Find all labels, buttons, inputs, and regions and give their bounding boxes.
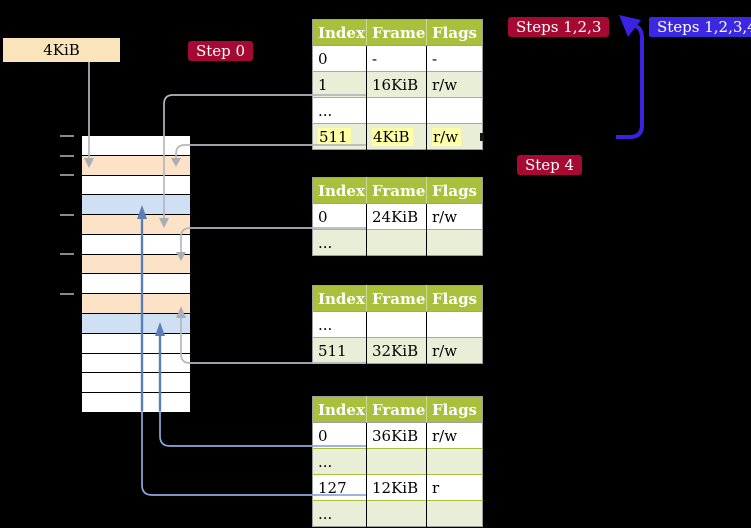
badge-step-0: Step 0 (188, 41, 254, 61)
frame-size-label: 4KiB (3, 38, 120, 62)
table-cell: ... (312, 229, 367, 256)
table-cell: 0 (312, 45, 367, 72)
table-row: ... (312, 448, 483, 475)
table-cell: r/w (426, 422, 483, 449)
table-cell: ... (312, 500, 367, 527)
table-cell: 24KiB (366, 203, 427, 230)
memory-frame-row (82, 215, 190, 234)
table-cell: 1 (312, 71, 367, 98)
table-cell: r/w (426, 71, 483, 98)
table-cell: r/w (426, 203, 483, 230)
table-cell: 32KiB (366, 337, 427, 364)
memory-tick (60, 135, 74, 137)
column-header: Flags (426, 19, 483, 46)
memory-frame-row (82, 195, 190, 215)
table-cell: 511 (312, 123, 367, 150)
table-cell (426, 311, 483, 338)
table-cell (366, 500, 427, 527)
column-header: Index (312, 285, 367, 312)
memory-frame-row (82, 294, 190, 314)
table-row: 0-- (312, 45, 483, 72)
column-header: Frame (366, 285, 427, 312)
memory-frame-row (82, 314, 190, 333)
memory-frame-row (82, 274, 190, 294)
table-cell: 36KiB (366, 422, 427, 449)
table-cell: ... (312, 97, 367, 124)
memory-frame-row (82, 155, 190, 175)
memory-tick (60, 154, 74, 157)
column-header: Index (312, 396, 367, 423)
badge-steps-1-2-3: Steps 1,2,3 (508, 17, 610, 37)
column-header: Frame (366, 396, 427, 423)
badge-steps-1-2-3-4: Steps 1,2,3,4 (649, 17, 751, 37)
memory-frame-row (82, 254, 190, 274)
table-cell (366, 311, 427, 338)
table-cell: r/w (426, 123, 483, 150)
memory-tick (60, 174, 74, 177)
memory-tick (60, 253, 74, 256)
arrowhead (619, 15, 641, 37)
table-cell: 12KiB (366, 474, 427, 501)
table-row: ... (312, 500, 483, 527)
table-row: ... (312, 229, 483, 256)
table-cell: 0 (312, 422, 367, 449)
memory-frame-row (82, 393, 190, 412)
memory-frame-row (82, 234, 190, 254)
column-header: Flags (426, 177, 483, 204)
column-header: Index (312, 177, 367, 204)
table-row: ... (312, 311, 483, 338)
memory-frame-row (82, 373, 190, 393)
column-header: Flags (426, 285, 483, 312)
table-cell (366, 229, 427, 256)
table-cell (366, 97, 427, 124)
column-header: Index (312, 19, 367, 46)
memory-tick (60, 213, 74, 216)
table-cell: 4KiB (366, 123, 427, 150)
column-header: Flags (426, 396, 483, 423)
memory-tick (60, 292, 74, 295)
table-cell: - (366, 45, 427, 72)
table-cell: 16KiB (366, 71, 427, 98)
memory-frame-row (82, 333, 190, 353)
table-cell: 511 (312, 337, 367, 364)
arrow-recursive-loop (616, 23, 644, 139)
column-header: Frame (366, 177, 427, 204)
table-cell: 127 (312, 474, 367, 501)
memory-frame-row (82, 136, 190, 155)
table-cell (426, 97, 483, 124)
memory-frame-row (82, 175, 190, 195)
table-cell: r (426, 474, 483, 501)
table-cell: 0 (312, 203, 367, 230)
physical-memory-column (82, 136, 190, 412)
table-cell: ... (312, 448, 367, 475)
table-row: ... (312, 97, 483, 124)
table-cell (426, 500, 483, 527)
table-cell: r/w (426, 337, 483, 364)
table-cell (426, 229, 483, 256)
table-cell: ... (312, 311, 367, 338)
column-header: Frame (366, 19, 427, 46)
table-cell (366, 448, 427, 475)
table-cell (426, 448, 483, 475)
badge-step-4: Step 4 (517, 155, 583, 175)
table-cell: - (426, 45, 483, 72)
memory-frame-row (82, 353, 190, 373)
